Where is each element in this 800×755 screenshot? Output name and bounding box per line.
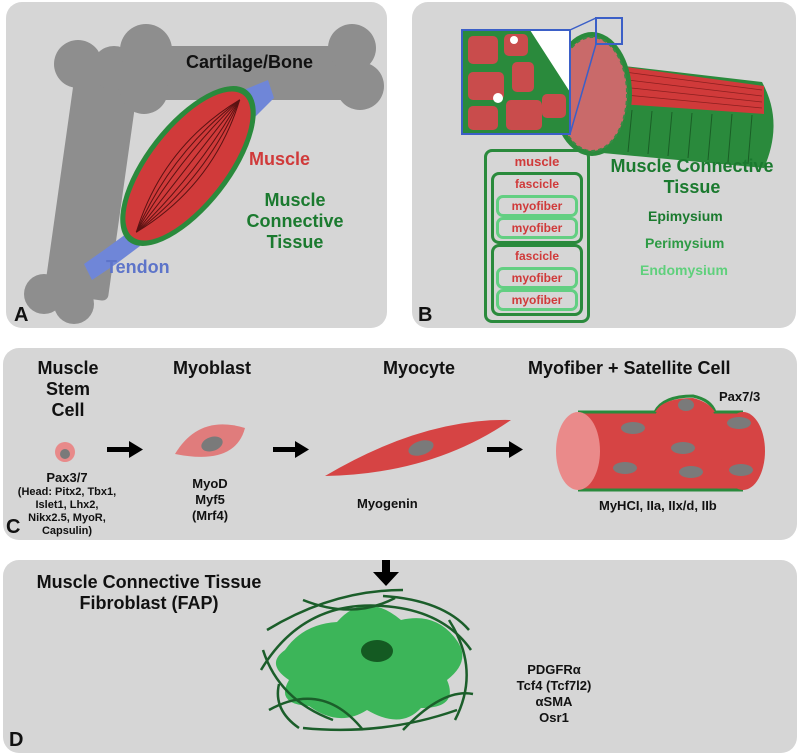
myoblast-markers: MyoD Myf5 (Mrf4): [175, 476, 245, 524]
mct-legend-title: Muscle Connective Tissue: [592, 156, 792, 198]
panel-d-illustration: [259, 588, 474, 732]
hierarchy-muscle-label: muscle: [514, 154, 560, 169]
panel-a-illustration: [24, 24, 384, 324]
fibroblast-marker-3: αSMA: [535, 694, 573, 709]
myoblast-marker-1: MyoD: [192, 476, 228, 491]
fibroblast-marker-4: Osr1: [539, 710, 569, 725]
fibroblast-marker-1: PDGFRα: [527, 662, 581, 677]
muscle-cylinder: [552, 17, 774, 168]
fibroblast-nucleus: [361, 640, 393, 662]
epimysium-label: Epimysium: [648, 208, 723, 224]
fibroblast-title-line2: Fibroblast (FAP): [79, 593, 219, 613]
myofiber-markers: MyHCI, IIa, IIx/d, IIb: [599, 498, 717, 513]
mct-label-line2: Connective: [246, 211, 344, 231]
mct-label-line3: Tissue: [266, 232, 324, 252]
hierarchy-myofiber-label-3: myofiber: [511, 271, 563, 285]
hierarchy-myofiber-box-2: myofiber: [496, 217, 578, 239]
satellite-cell-nucleus: [678, 399, 694, 411]
hierarchy-fascicle-label-2: fascicle: [514, 249, 560, 263]
panel-b: muscle fascicle myofiber myofiber fascic…: [412, 2, 796, 328]
myocyte-title: Myocyte: [383, 358, 456, 378]
panel-b-letter: B: [418, 304, 433, 326]
stem-marker-head-4: Capsulin): [41, 525, 93, 537]
fibroblast-marker-2: Tcf4 (Tcf7l2): [516, 678, 592, 693]
bone-label: Cartilage/Bone: [186, 52, 314, 72]
myoblast-marker-2: Myf5: [195, 492, 225, 507]
perimysium-label: Perimysium: [645, 235, 725, 251]
stem-marker-head-3: Nikx2.5, MyoR,: [28, 512, 106, 524]
panel-c-letter: C: [6, 516, 21, 538]
stem-marker-head-2: Islet1, Lhx2,: [35, 499, 99, 511]
stem-cell-title-line1: Muscle: [37, 358, 99, 378]
hierarchy-myofiber-label-4: myofiber: [511, 293, 563, 307]
stem-marker-head-1: (Head: Pitx2, Tbx1,: [17, 486, 117, 498]
panel-d: Muscle Connective Tissue Fibroblast (FAP…: [3, 560, 797, 753]
panel-a: Cartilage/Bone Muscle Muscle Connective …: [6, 2, 387, 328]
stem-cell-title-line3: Cell: [51, 400, 85, 420]
panel-c: Muscle Stem Cell Myoblast Myocyte Myofib…: [3, 348, 797, 540]
myoblast-marker-3: (Mrf4): [191, 508, 229, 523]
mct-legend-title-line1: Muscle Connective: [610, 156, 774, 176]
hierarchy-myofiber-box-4: myofiber: [496, 289, 578, 311]
hierarchy-fascicle-label-1: fascicle: [514, 177, 560, 191]
stem-marker-main: Pax3/7: [46, 470, 88, 485]
tendon-bottom: [84, 234, 140, 280]
fibroblast-markers: PDGFRα Tcf4 (Tcf7l2) αSMA Osr1: [499, 662, 609, 726]
tendon-label: Tendon: [106, 257, 170, 277]
myoblast-nucleus: [201, 436, 223, 452]
lineage-arrows: [107, 441, 523, 458]
hierarchy-myofiber-label-2: myofiber: [511, 221, 563, 235]
myoblast-title: Myoblast: [173, 358, 252, 378]
panel-a-letter: A: [14, 304, 29, 326]
endomysium-label: Endomysium: [640, 262, 728, 278]
myocyte-marker: Myogenin: [357, 496, 418, 511]
panel-b-illustration: [461, 17, 774, 168]
fibroblast-cell: [259, 588, 474, 732]
mct-legend-title-line2: Tissue: [663, 177, 721, 197]
panel-c-illustration: [55, 394, 765, 492]
myofiber-cell: [556, 394, 765, 492]
hierarchy-fascicle-box-1: fascicle myofiber myofiber: [491, 172, 583, 244]
myocyte-nucleus: [408, 440, 434, 456]
hierarchy-muscle-box: muscle fascicle myofiber myofiber fascic…: [484, 149, 590, 323]
mct-label: Muscle Connective Tissue: [236, 190, 354, 253]
hierarchy-myofiber-box-1: myofiber: [496, 195, 578, 217]
fibroblast-title-line1: Muscle Connective Tissue: [36, 572, 262, 592]
hierarchy-fascicle-box-2: fascicle myofiber myofiber: [491, 244, 583, 316]
hierarchy-myofiber-box-3: myofiber: [496, 267, 578, 289]
top-bone: [120, 24, 384, 114]
interaction-arrow: [373, 560, 399, 586]
stem-cell-nucleus: [60, 449, 70, 459]
stem-cell-markers: Pax3/7 (Head: Pitx2, Tbx1, Islet1, Lhx2,…: [7, 470, 127, 538]
magnified-inset: [461, 17, 597, 135]
myofiber-title: Myofiber + Satellite Cell: [528, 358, 731, 378]
muscle-label: Muscle: [249, 149, 311, 169]
satellite-marker: Pax7/3: [719, 389, 761, 404]
stem-cell-title: Muscle Stem Cell: [13, 358, 123, 421]
mct-label-line1: Muscle: [264, 190, 326, 210]
fibroblast-title: Muscle Connective Tissue Fibroblast (FAP…: [9, 572, 289, 614]
panel-d-letter: D: [9, 729, 24, 751]
stem-cell-title-line2: Stem: [45, 379, 90, 399]
hierarchy-myofiber-label-1: myofiber: [511, 199, 563, 213]
